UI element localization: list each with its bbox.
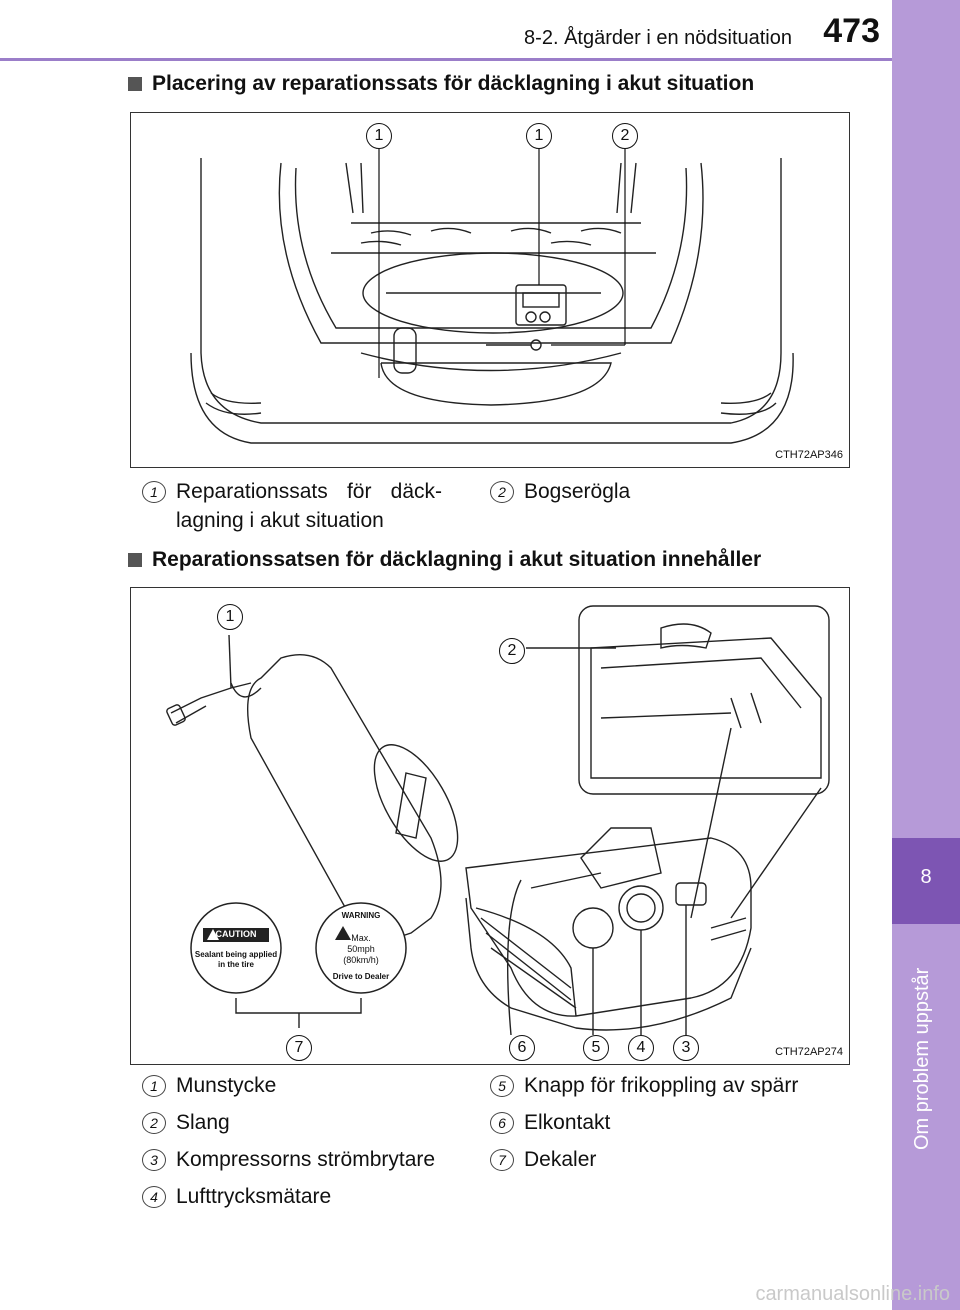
callout-1b: 1	[526, 123, 552, 149]
legend-text: Knapp för frikoppling av spärr	[524, 1074, 799, 1097]
callout-1: 1	[217, 604, 243, 630]
figure-code: CTH72AP346	[775, 449, 843, 461]
section-title: 8-2. Åtgärder i en nödsituation	[524, 27, 792, 49]
kit-illustration	[166, 605, 830, 1036]
legend-number: 7	[490, 1149, 514, 1171]
legend-number: 1	[142, 1075, 166, 1097]
square-bullet-icon	[128, 553, 142, 567]
legend-item: 3 Kompressorns strömbrytare	[142, 1145, 435, 1174]
legend-item: 1 Reparationssats för däck-lagning i aku…	[142, 477, 442, 535]
warning-bottom: Drive to Dealer	[332, 972, 390, 981]
figure-trunk-location: 1 1 2 CTH72AP346	[130, 112, 850, 468]
chapter-number: 8	[920, 866, 932, 888]
legend-item: 1 Munstycke	[142, 1071, 276, 1100]
section-heading-text: Placering av reparationssats för däcklag…	[152, 72, 755, 95]
warning-line2: 50mph	[347, 944, 375, 954]
section-heading-location: Placering av reparationssats för däcklag…	[128, 72, 754, 96]
square-bullet-icon	[128, 77, 142, 91]
callout-4: 4	[628, 1035, 654, 1061]
legend-number: 2	[142, 1112, 166, 1134]
legend-text: Lufttrycksmätare	[176, 1185, 332, 1208]
legend-number: 6	[490, 1112, 514, 1134]
legend-text: Dekaler	[524, 1148, 597, 1171]
legend-item: 2 Bogserögla	[490, 477, 790, 506]
legend-item: 5 Knapp för frikoppling av spärr	[490, 1071, 798, 1100]
callout-3: 3	[673, 1035, 699, 1061]
callout-2: 2	[499, 638, 525, 664]
legend-number: 3	[142, 1149, 166, 1171]
section-heading-text: Reparationssatsen för däcklagning i akut…	[152, 548, 762, 571]
callout-7: 7	[286, 1035, 312, 1061]
chapter-side-tab	[892, 0, 960, 1310]
legend-text: Bogserögla	[524, 480, 631, 503]
legend-number: 4	[142, 1186, 166, 1208]
legend-item: 2 Slang	[142, 1108, 230, 1137]
warning-line3: (80km/h)	[343, 955, 379, 965]
legend-item: 6 Elkontakt	[490, 1108, 610, 1137]
legend-text: Elkontakt	[524, 1111, 611, 1134]
legend-text: Munstycke	[176, 1074, 277, 1097]
callout-2: 2	[612, 123, 638, 149]
warning-title: WARNING	[341, 911, 381, 920]
legend-number: 5	[490, 1075, 514, 1097]
figure-kit-contents: CAUTION Sealant being applied in the tir…	[130, 587, 850, 1065]
figure-code: CTH72AP274	[775, 1046, 843, 1058]
section-heading-contents: Reparationssatsen för däcklagning i akut…	[128, 548, 761, 572]
legend-text: Reparationssats för däck-lagning i akut …	[176, 480, 442, 532]
trunk-illustration	[190, 149, 794, 444]
callout-5: 5	[583, 1035, 609, 1061]
callout-6: 6	[509, 1035, 535, 1061]
caution-title: CAUTION	[215, 929, 257, 939]
caution-line1: Sealant being applied	[194, 950, 278, 959]
callout-1a: 1	[366, 123, 392, 149]
header-rule	[0, 58, 892, 61]
legend-item: 7 Dekaler	[490, 1145, 596, 1174]
chapter-title: Om problem uppstår	[911, 967, 933, 1150]
page-number: 473	[823, 12, 880, 50]
caution-decal	[190, 902, 282, 994]
legend-item: 4 Lufttrycksmätare	[142, 1182, 331, 1211]
legend-number: 1	[142, 481, 166, 503]
chapter-number-box	[892, 838, 960, 924]
warning-decal	[315, 902, 407, 994]
legend-text: Slang	[176, 1111, 230, 1134]
warning-line1: Max.	[351, 933, 371, 943]
legend-number: 2	[490, 481, 514, 503]
caution-line2: in the tire	[217, 960, 254, 969]
legend-text: Kompressorns strömbrytare	[176, 1148, 436, 1171]
page-header: 8-2. Åtgärder i en nödsituation 473	[0, 0, 892, 61]
watermark-text: carmanualsonline.info	[755, 1283, 950, 1305]
